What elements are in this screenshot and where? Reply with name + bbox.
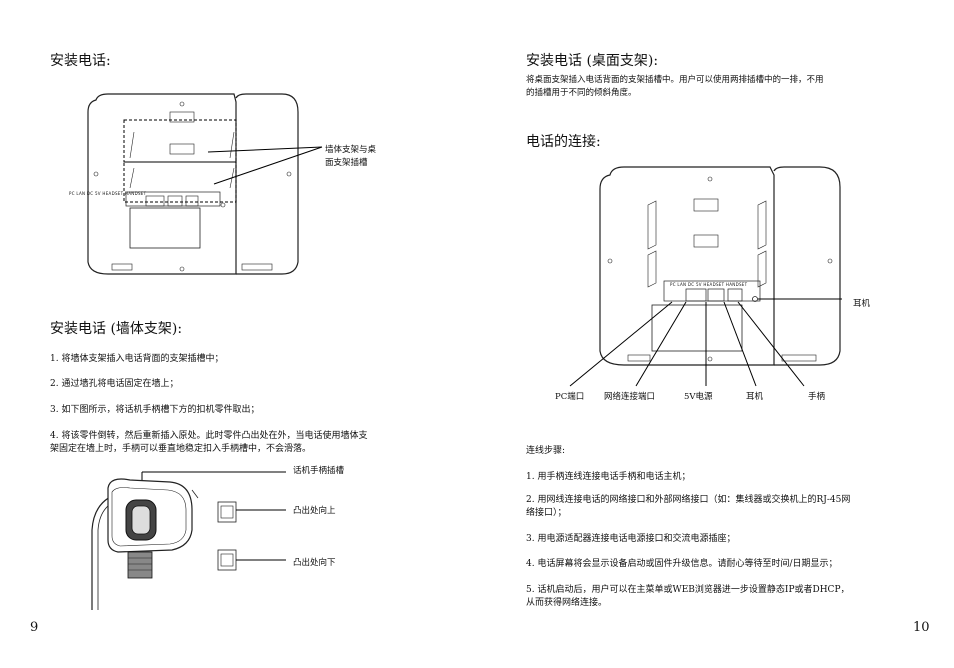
phone-back-illustration-right — [599, 166, 842, 366]
label-power-port: 5V电源 — [684, 392, 713, 402]
heading-connect: 电话的连接: — [526, 134, 601, 150]
wall-step-2: 2. 通过墙孔将电话固定在墙上； — [50, 379, 179, 389]
label-lan-port: 网络连接端口 — [604, 392, 656, 402]
earphone-right-label: 耳机 — [853, 299, 871, 309]
port-labels-small-left: PC LAN DC 5V HEADSET HANDSET — [69, 191, 147, 196]
heading-wall: 安装电话 (墙体支架): — [50, 321, 183, 337]
label-pc-port: PC端口 — [555, 392, 585, 402]
desk-text: 将桌面支架插入电话背面的支架插槽中。用户可以使用两排插槽中的一排，不用 的插槽用… — [526, 74, 916, 100]
page-number-left: 9 — [30, 620, 39, 635]
wall-step-4-line-1: 4. 将该零件倒转，然后重新插入原处。此时零件凸出处在外，当电话使用墙体支 — [50, 431, 368, 441]
wall-step-4-line-2: 架固定在墙上时，手柄可以垂直地稳定扣入手柄槽中，不会滑落。 — [50, 444, 312, 454]
desk-text-line-1: 将桌面支架插入电话背面的支架插槽中。用户可以使用两排插槽中的一排，不用 — [526, 75, 824, 85]
protrude-down-label: 凸出处向下 — [293, 558, 336, 568]
connect-step-1: 1. 用手柄连线连接电话手柄和电话主机； — [526, 472, 691, 482]
connect-step-5: 5. 话机启动后，用户可以在主菜单或WEB浏览器进一步设置静态IP或者DHCP，… — [526, 584, 926, 610]
hook-slot-label: 话机手柄插槽 — [293, 466, 345, 476]
heading-desk: 安装电话 (桌面支架): — [526, 53, 659, 69]
wall-step-1: 1. 将墙体支架插入电话背面的支架插槽中； — [50, 354, 224, 364]
steps-title: 连线步骤: — [526, 446, 566, 456]
heading-install: 安装电话: — [50, 53, 111, 69]
connect-step-5-line-1: 5. 话机启动后，用户可以在主菜单或WEB浏览器进一步设置静态IP或者DHCP， — [526, 585, 850, 595]
callout-line-1: 墙体支架与桌 — [325, 145, 377, 155]
callout-bracket-label: 墙体支架与桌 面支架插槽 — [325, 144, 376, 170]
wall-step-4: 4. 将该零件倒转，然后重新插入原处。此时零件凸出处在外，当电话使用墙体支 架固… — [50, 430, 450, 456]
page-number-right: 10 — [913, 620, 930, 635]
connect-step-3: 3. 用电源适配器连接电话电源接口和交流电源插座； — [526, 534, 736, 544]
handset-hook-illustration — [91, 471, 286, 610]
protrude-up-label: 凸出处向上 — [293, 506, 336, 516]
port-labels-small-right: PC LAN DC 5V HEADSET HANDSET — [670, 282, 748, 287]
connect-step-4: 4. 电话屏幕将会显示设备启动或固件升级信息。请耐心等待至时间/日期显示； — [526, 559, 838, 569]
callout-line-2: 面支架插槽 — [325, 158, 368, 168]
phone-back-illustration-left — [87, 93, 323, 275]
connect-step-2-line-1: 2. 用网线连接电话的网络接口和外部网络接口（如：集线器或交换机上的RJ-45网 — [526, 495, 851, 505]
wall-step-3: 3. 如下图所示，将话机手柄槽下方的扣机零件取出； — [50, 405, 260, 415]
connect-step-2: 2. 用网线连接电话的网络接口和外部网络接口（如：集线器或交换机上的RJ-45网… — [526, 494, 926, 520]
label-headset-port: 耳机 — [746, 392, 764, 402]
label-handset-port: 手柄 — [808, 392, 826, 402]
connect-step-2-line-2: 络接口）； — [526, 508, 567, 518]
desk-text-line-2: 的插槽用于不同的倾斜角度。 — [526, 88, 637, 98]
connect-step-5-line-2: 从而获得网络连接。 — [526, 598, 608, 608]
